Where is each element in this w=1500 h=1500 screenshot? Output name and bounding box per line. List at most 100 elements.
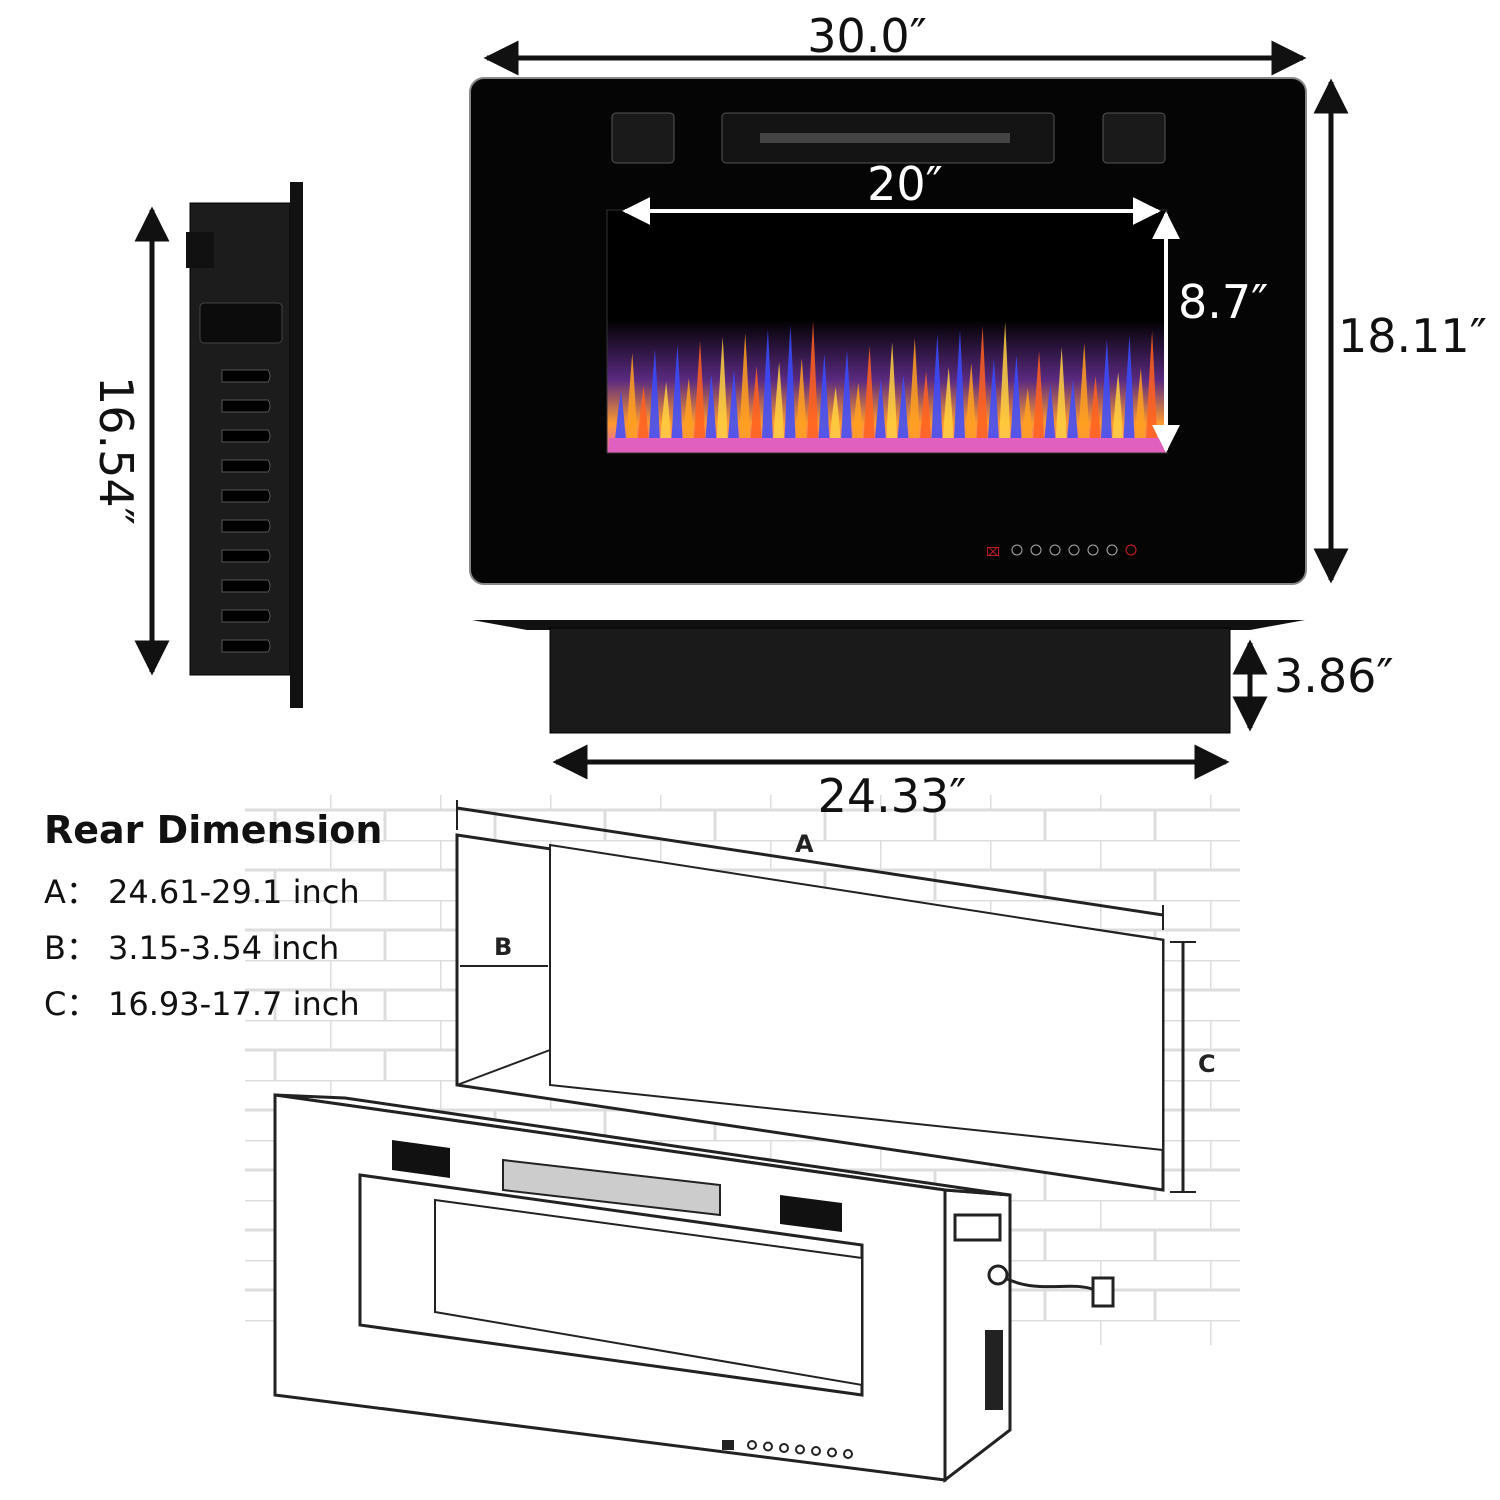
flame [1134,368,1146,440]
flame [1100,339,1112,440]
louver [221,369,271,383]
louver [221,579,271,593]
flame [852,383,864,440]
line-control-button [795,1444,805,1455]
control-indicator-icon: ⌧ [986,545,1000,559]
dimension-a-value: 24.61-29.1 inch [108,873,360,911]
dimension-a: A： 24.61-29.1 inch [44,864,382,920]
control-button [1030,544,1042,556]
flame [705,374,717,440]
flame [1112,372,1124,440]
flame [761,329,773,440]
flame [637,386,649,440]
flame [1123,335,1135,440]
flame [987,359,999,440]
flame [1010,355,1022,440]
flame [728,370,739,440]
line-control-button [747,1440,757,1450]
dimension-c-key: C： [44,985,99,1023]
flame [626,353,638,440]
rear-dimension-title: Rear Dimension [44,808,383,852]
label-c: C [1198,1050,1216,1078]
flame [807,321,819,440]
louver [221,519,271,533]
flame [1067,380,1078,440]
rear-dimension-legend: Rear Dimension A： 24.61-29.1 inch B：3.15-… [44,808,382,1032]
height-label: 18.11″ [1338,309,1487,363]
ember-bed [609,438,1165,451]
control-panel: ⌧ [986,544,1137,559]
louver [221,639,271,653]
dimension-b: B：3.15-3.54 inch [44,920,382,976]
flame [999,322,1011,440]
width-label: 30.0″ [807,9,927,63]
vent-slot [760,133,1010,143]
flame [954,330,965,440]
control-button [1049,544,1061,556]
flame [682,378,694,440]
control-button [1106,544,1118,556]
control-button [1087,544,1099,556]
firebox-height-label: 8.7″ [1178,275,1268,329]
flame [739,333,751,440]
flame [750,366,762,440]
side-view [186,182,303,708]
louver [221,459,271,473]
flame [920,371,932,440]
control-button [1011,544,1023,556]
flame [1078,343,1090,440]
line-indicator [722,1440,734,1450]
louver [221,429,271,443]
label-a: A [795,830,814,858]
flame [1055,347,1067,440]
flame [908,338,920,440]
flame [965,363,977,440]
flame [1089,376,1101,440]
flame [773,362,785,440]
box-width-label: 24.33″ [818,769,967,823]
flame [976,326,988,440]
flame [874,379,886,440]
flame [784,325,796,440]
flame [886,342,898,440]
bottom-view [472,620,1305,734]
flame [931,334,943,440]
flame [1033,351,1045,440]
flame [671,345,683,440]
firebox-width-label: 20″ [867,157,943,211]
flame [942,367,954,440]
flame [660,382,672,440]
flame [818,354,830,440]
line-control-button [811,1446,821,1456]
dimension-b-value: 3.15-3.54 inch [108,929,340,967]
dimension-c-value: 16.93-17.7 inch [108,985,360,1023]
flame [829,387,841,440]
louver [221,399,271,413]
flame [841,350,852,440]
flames [609,321,1165,451]
flame [694,341,706,440]
line-control-button [779,1443,789,1453]
flame [648,349,660,440]
label-b: B [494,933,512,961]
side-height-label: 16.54″ [89,376,143,525]
control-button [1068,544,1080,556]
flame [1021,388,1033,440]
dimension-c: C：16.93-17.7 inch [44,976,382,1032]
flame [863,346,875,440]
flame [1044,384,1056,440]
speaker-left [611,112,675,164]
louver [221,609,271,623]
line-control-button [763,1441,773,1452]
line-control-button [843,1449,853,1459]
front-view: ⌧ 20″ 8.7″ [469,77,1307,585]
flame [795,358,807,440]
flame [716,337,728,440]
power-button [1125,544,1137,556]
dimension-a-key: A： [44,873,98,911]
speaker-right [1102,112,1166,164]
install-drawing: A B C [245,795,1240,1484]
depth-label: 3.86″ [1274,649,1394,703]
flame [897,375,909,440]
